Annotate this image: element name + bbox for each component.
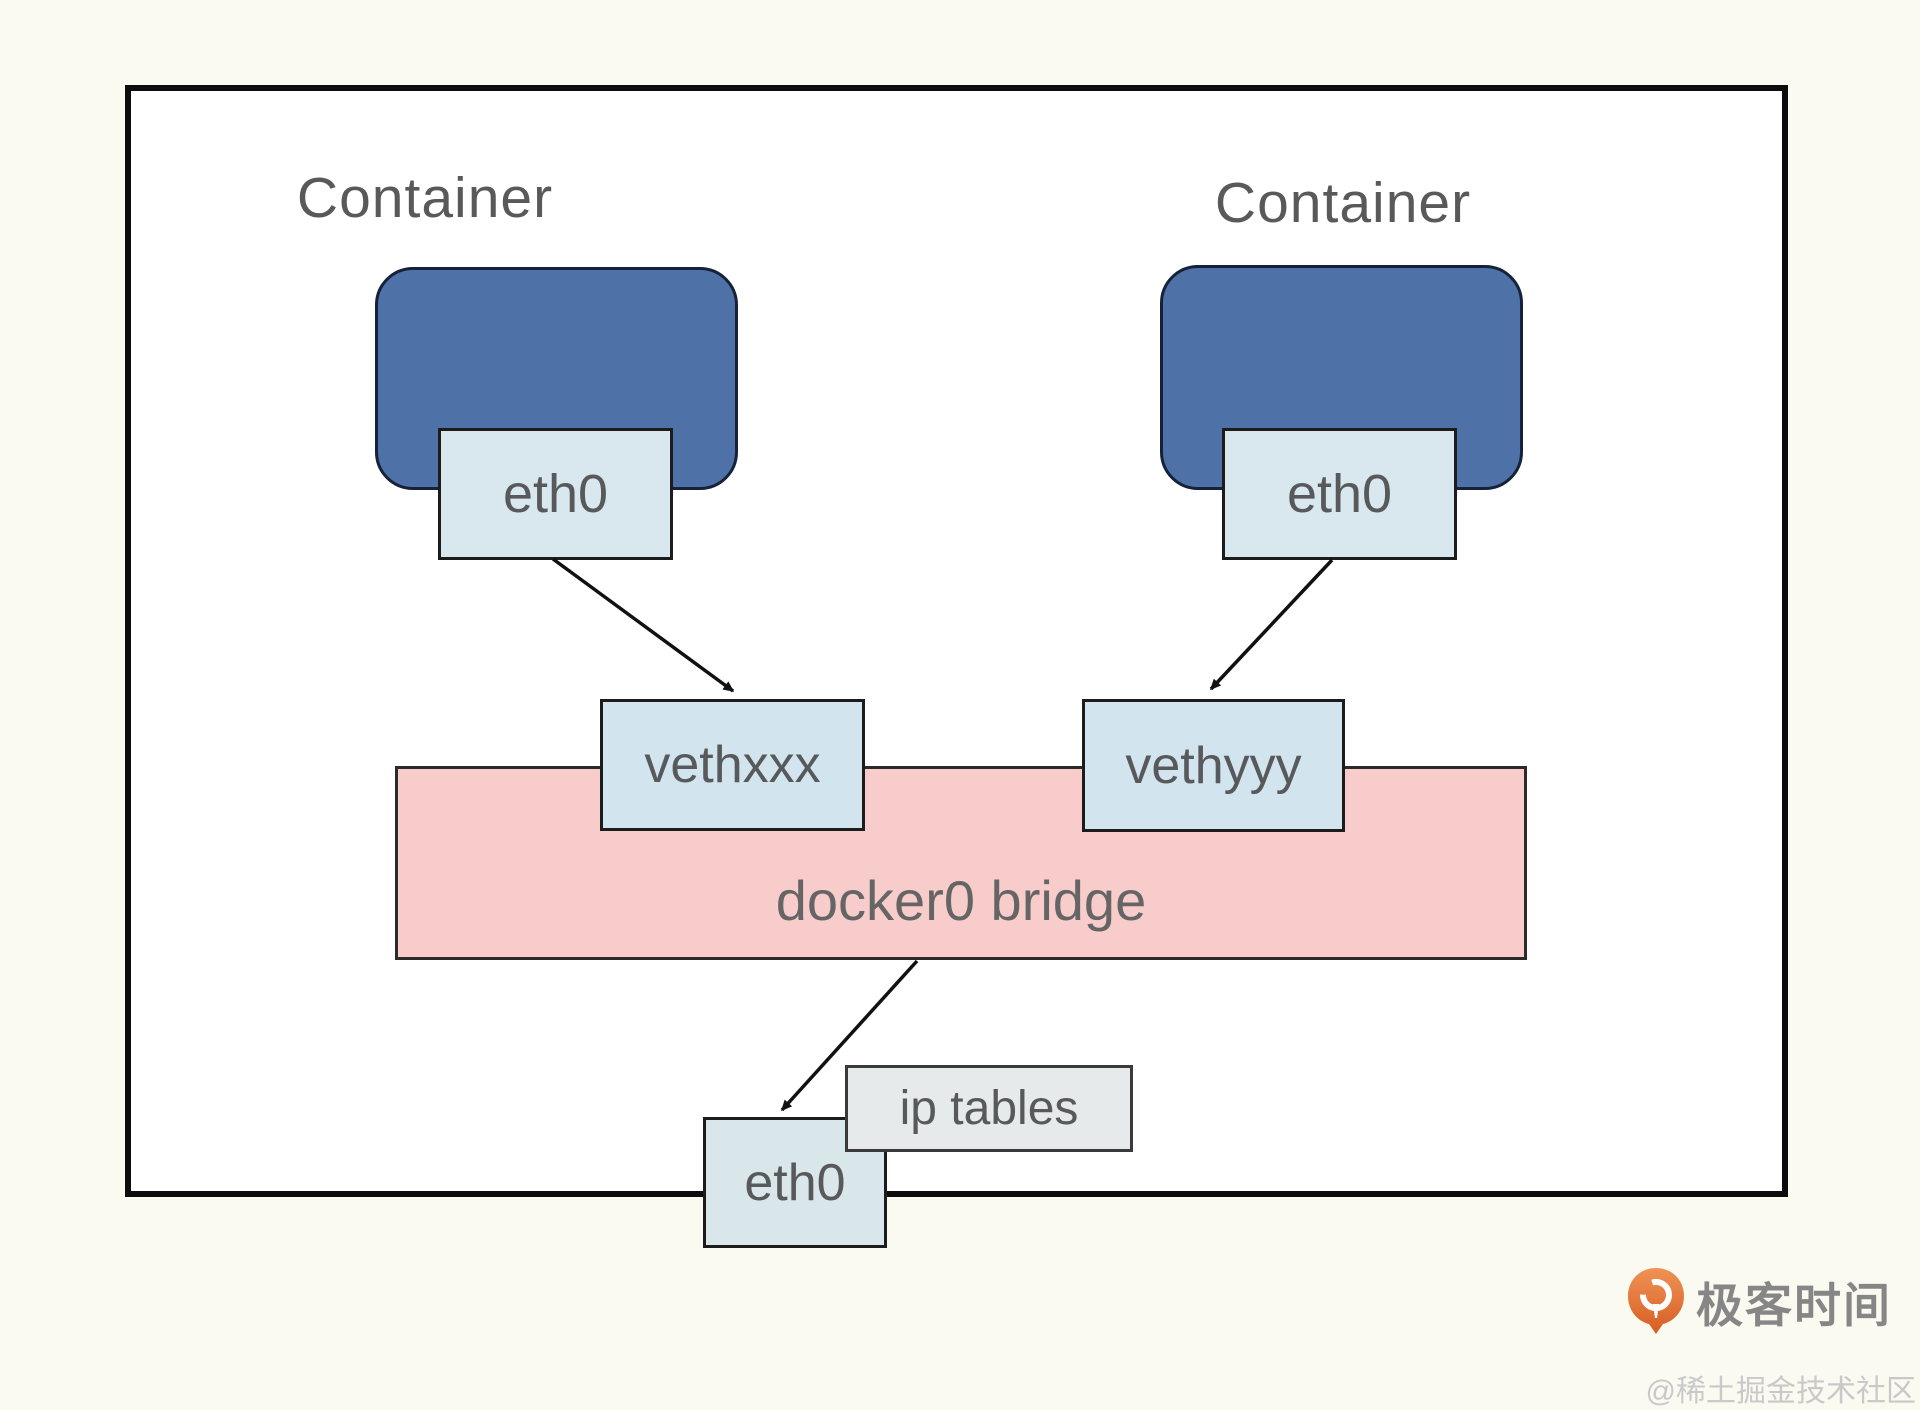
host-boundary-box: [125, 85, 1788, 1197]
container-left-eth0-box: eth0: [438, 428, 673, 560]
vethxxx-box: vethxxx: [600, 699, 865, 831]
vethyyy-box: vethyyy: [1082, 699, 1345, 832]
iptables-label: ip tables: [899, 1082, 1079, 1135]
docker0-bridge-box: docker0 bridge: [395, 766, 1527, 960]
geektime-logo-text: 极客时间: [1696, 1278, 1892, 1332]
host-eth0-label: eth0: [744, 1153, 846, 1212]
container-left-eth0-label: eth0: [502, 464, 609, 524]
iptables-box: ip tables: [845, 1065, 1133, 1152]
container-right-label: Container: [1214, 171, 1472, 235]
geektime-logo: 极客时间: [1626, 1266, 1892, 1336]
host-eth0-box: eth0: [703, 1117, 887, 1248]
docker0-bridge-label: docker0 bridge: [775, 869, 1147, 932]
vethyyy-label: vethyyy: [1125, 736, 1302, 795]
watermark-text: @稀土掘金技术社区: [1645, 1375, 1916, 1408]
container-right-eth0-box: eth0: [1222, 428, 1457, 560]
container-left-label: Container: [296, 166, 554, 230]
container-right-eth0-label: eth0: [1286, 464, 1393, 524]
geektime-logo-icon: [1628, 1268, 1684, 1334]
vethxxx-label: vethxxx: [644, 736, 821, 794]
